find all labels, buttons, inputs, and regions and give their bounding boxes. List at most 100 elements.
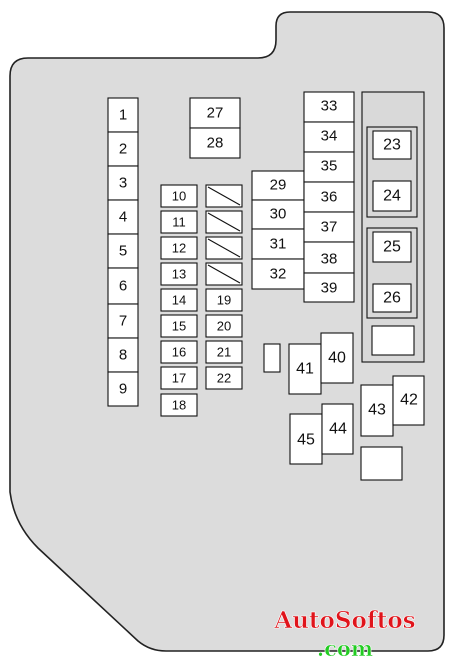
spare-fuse-slot-1 bbox=[205, 184, 243, 208]
fuse-33: 33 bbox=[303, 91, 355, 123]
fuse-28: 28 bbox=[189, 127, 241, 159]
fuse-15: 15 bbox=[160, 314, 198, 338]
svg-text:15: 15 bbox=[172, 319, 186, 334]
svg-text:3: 3 bbox=[119, 175, 127, 192]
fuse-3: 3 bbox=[107, 165, 139, 201]
svg-text:22: 22 bbox=[217, 371, 231, 386]
svg-text:45: 45 bbox=[297, 432, 315, 449]
fuse-18: 18 bbox=[160, 393, 198, 417]
svg-text:43: 43 bbox=[368, 402, 386, 419]
fuse-38: 38 bbox=[303, 241, 355, 274]
fuse-5: 5 bbox=[107, 233, 139, 269]
spare-fuse-slot-2 bbox=[205, 210, 243, 234]
fuse-19: 19 bbox=[205, 288, 243, 312]
fuse-35: 35 bbox=[303, 151, 355, 183]
fuse-1: 1 bbox=[107, 97, 139, 133]
fuse-21: 21 bbox=[205, 340, 243, 364]
svg-text:17: 17 bbox=[172, 371, 186, 386]
svg-text:5: 5 bbox=[119, 243, 127, 260]
svg-text:28: 28 bbox=[207, 135, 224, 152]
svg-text:7: 7 bbox=[119, 313, 127, 330]
svg-text:31: 31 bbox=[270, 236, 287, 253]
fuse-39: 39 bbox=[303, 272, 355, 303]
svg-text:34: 34 bbox=[321, 128, 338, 145]
fuse-23: 23 bbox=[372, 130, 412, 160]
svg-text:14: 14 bbox=[172, 293, 186, 308]
fuse-13: 13 bbox=[160, 262, 198, 286]
fuse-16: 16 bbox=[160, 340, 198, 364]
relay-holder-23-24 bbox=[366, 126, 418, 218]
fuse-9: 9 bbox=[107, 371, 139, 407]
spare-fuse-slot-3 bbox=[205, 236, 243, 260]
svg-text:20: 20 bbox=[217, 319, 231, 334]
svg-text:30: 30 bbox=[270, 206, 287, 223]
svg-text:23: 23 bbox=[383, 137, 401, 154]
svg-text:6: 6 bbox=[119, 278, 127, 295]
svg-text:10: 10 bbox=[172, 189, 186, 204]
relay-40: 40 bbox=[320, 332, 354, 384]
fuse-4: 4 bbox=[107, 199, 139, 235]
fuse-14: 14 bbox=[160, 288, 198, 312]
spare-fuse-slot-4 bbox=[205, 262, 243, 286]
svg-text:39: 39 bbox=[321, 280, 338, 297]
svg-text:13: 13 bbox=[172, 267, 186, 282]
watermark-brand: AutoSoftos bbox=[273, 607, 415, 634]
svg-text:24: 24 bbox=[383, 188, 401, 205]
fuse-2: 2 bbox=[107, 131, 139, 167]
relay-42: 42 bbox=[392, 375, 425, 426]
fuse-29: 29 bbox=[251, 170, 305, 201]
relay-slot-empty-upper bbox=[371, 325, 415, 356]
watermark-domain: .com bbox=[317, 636, 373, 661]
fuse-11: 11 bbox=[160, 210, 198, 234]
fuse-32: 32 bbox=[251, 258, 305, 290]
fuse-37: 37 bbox=[303, 211, 355, 243]
relay-43: 43 bbox=[360, 384, 394, 437]
svg-text:26: 26 bbox=[383, 290, 401, 307]
fuse-17: 17 bbox=[160, 366, 198, 390]
fuse-25: 25 bbox=[372, 231, 412, 263]
relay-41: 41 bbox=[288, 343, 322, 395]
fuse-30: 30 bbox=[251, 199, 305, 230]
svg-text:25: 25 bbox=[383, 239, 401, 256]
svg-text:12: 12 bbox=[172, 241, 186, 256]
svg-text:41: 41 bbox=[296, 361, 314, 378]
fuse-7: 7 bbox=[107, 303, 139, 339]
svg-text:4: 4 bbox=[119, 209, 127, 226]
fuse-20: 20 bbox=[205, 314, 243, 338]
fuse-24: 24 bbox=[372, 180, 412, 212]
fuse-27: 27 bbox=[189, 97, 241, 129]
small-empty-slot bbox=[263, 343, 281, 373]
svg-text:21: 21 bbox=[217, 345, 231, 360]
svg-text:36: 36 bbox=[321, 189, 338, 206]
relay-holder-25-26 bbox=[366, 227, 418, 319]
svg-text:11: 11 bbox=[172, 215, 186, 230]
fuse-26: 26 bbox=[372, 283, 412, 313]
fuse-6: 6 bbox=[107, 267, 139, 305]
svg-text:8: 8 bbox=[119, 347, 127, 364]
svg-text:9: 9 bbox=[119, 381, 127, 398]
fuse-8: 8 bbox=[107, 337, 139, 373]
fuse-10: 10 bbox=[160, 184, 198, 208]
svg-text:32: 32 bbox=[270, 266, 287, 283]
fuse-36: 36 bbox=[303, 181, 355, 213]
svg-text:27: 27 bbox=[207, 105, 224, 122]
fuse-31: 31 bbox=[251, 228, 305, 260]
svg-text:44: 44 bbox=[329, 421, 347, 438]
svg-text:19: 19 bbox=[217, 293, 231, 308]
relay-44: 44 bbox=[321, 403, 354, 455]
fuse-12: 12 bbox=[160, 236, 198, 260]
svg-text:35: 35 bbox=[321, 158, 338, 175]
fuse-34: 34 bbox=[303, 121, 355, 153]
svg-text:40: 40 bbox=[328, 350, 346, 367]
svg-text:2: 2 bbox=[119, 141, 127, 158]
svg-text:42: 42 bbox=[400, 392, 418, 409]
relay-slot-empty-lower bbox=[360, 446, 403, 481]
svg-text:18: 18 bbox=[172, 398, 186, 413]
relay-45: 45 bbox=[289, 413, 323, 465]
svg-text:16: 16 bbox=[172, 345, 186, 360]
svg-text:38: 38 bbox=[321, 251, 338, 268]
svg-text:1: 1 bbox=[119, 107, 127, 124]
fuse-22: 22 bbox=[205, 366, 243, 390]
svg-text:29: 29 bbox=[270, 177, 287, 194]
